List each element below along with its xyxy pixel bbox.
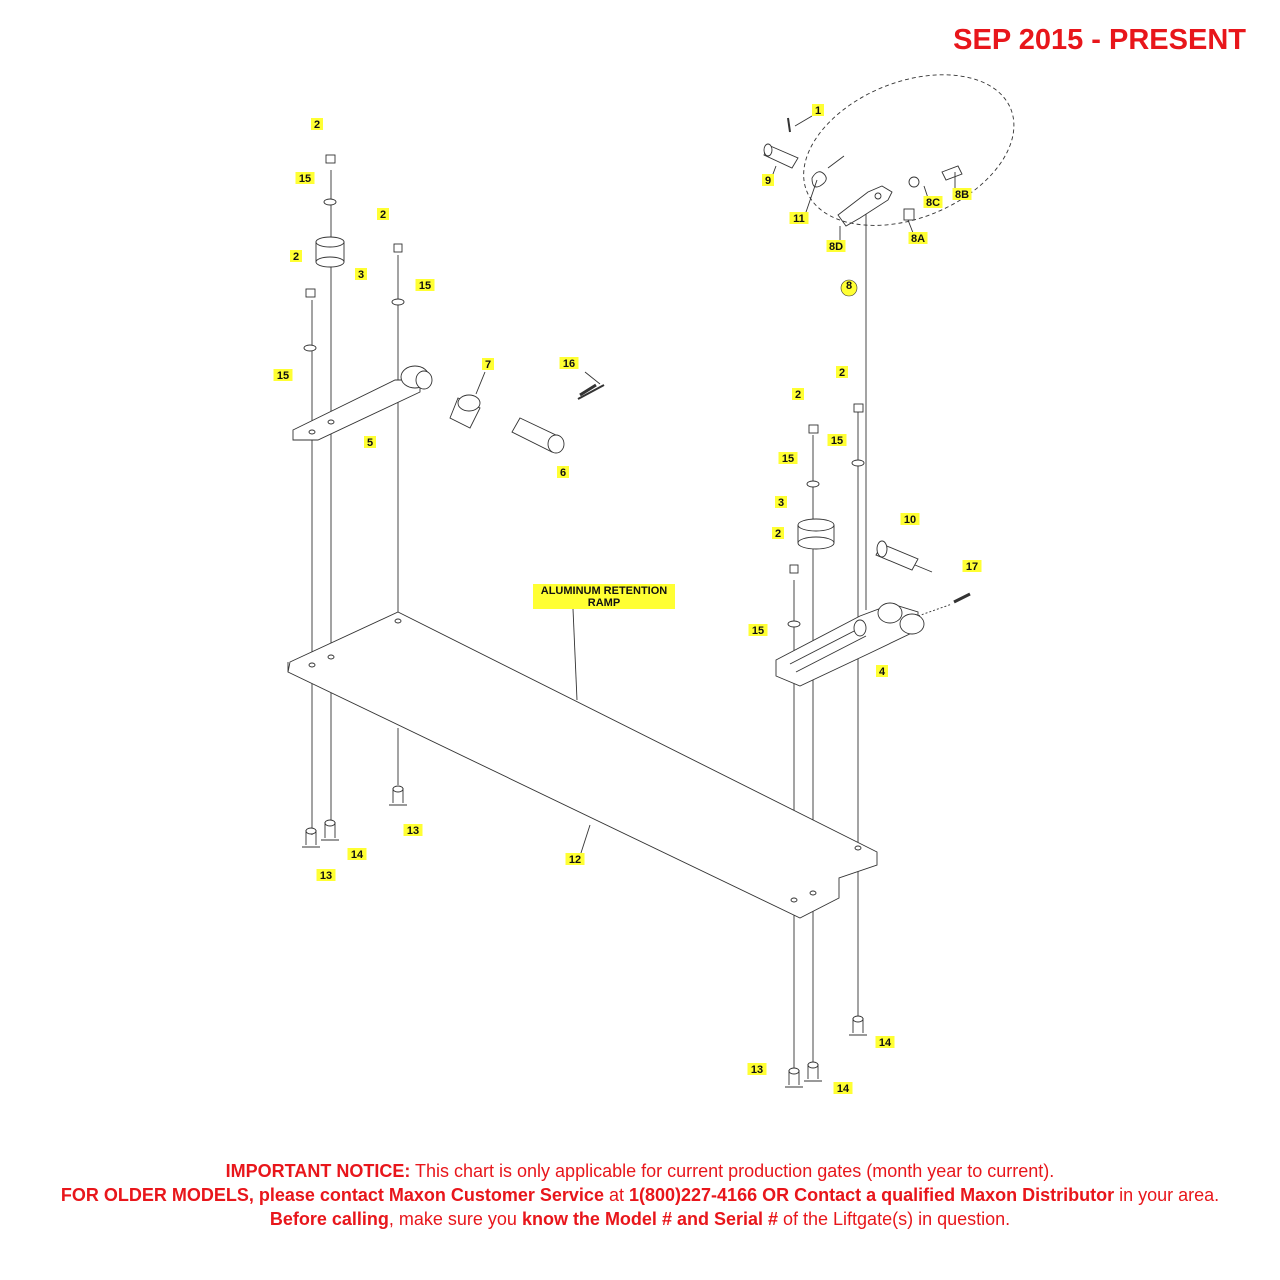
svg-text:16: 16 [563, 358, 575, 370]
callout-c2_left_low: 2 [290, 250, 302, 263]
svg-text:15: 15 [752, 625, 764, 637]
callout-c8: 8 [846, 280, 852, 292]
callout-c15_left_top: 15 [295, 172, 315, 185]
svg-text:15: 15 [299, 173, 311, 185]
svg-text:8A: 8A [911, 233, 925, 245]
svg-text:8D: 8D [829, 241, 843, 253]
callout-c14_a: 14 [347, 848, 367, 861]
callout-c15_right_b: 15 [778, 452, 798, 465]
svg-text:1: 1 [815, 105, 821, 117]
svg-text:15: 15 [831, 435, 843, 447]
callout-c2_right_c: 2 [772, 527, 784, 540]
callout-c2_right_b: 2 [792, 388, 804, 401]
svg-text:13: 13 [320, 870, 332, 882]
notice-text-1: This chart is only applicable for curren… [410, 1161, 1055, 1181]
svg-text:14: 14 [879, 1037, 892, 1049]
svg-text:7: 7 [485, 359, 491, 371]
notice-before-calling: Before calling [269, 1209, 389, 1229]
callout-c3_right: 3 [775, 496, 787, 509]
svg-text:13: 13 [751, 1064, 763, 1076]
callout-c12: 12 [565, 853, 585, 866]
callout-c4: 4 [876, 665, 888, 678]
callout-c14_c: 14 [833, 1082, 853, 1095]
svg-text:17: 17 [966, 561, 978, 573]
callout-c15_left_mid: 15 [415, 279, 435, 292]
svg-text:9: 9 [765, 175, 771, 187]
callout-labels: 1 9 11 8B 8C 8D 8A 8 2 15 3 2 15 2 15 5 7 16 6 2 2 15 15 3 10 17 2… [273, 104, 982, 1095]
svg-text:8C: 8C [926, 197, 940, 209]
svg-text:4: 4 [879, 666, 886, 678]
svg-text:2: 2 [839, 367, 845, 379]
callout-c13_b: 13 [403, 824, 423, 837]
svg-text:11: 11 [793, 213, 805, 225]
svg-text:3: 3 [358, 269, 364, 281]
important-notice: IMPORTANT NOTICE: This chart is only app… [40, 1159, 1240, 1231]
latch [837, 185, 893, 227]
callout-c2_right_a: 2 [836, 366, 848, 379]
callout-8-circle [840, 279, 858, 297]
spring [811, 155, 845, 188]
callout-c11: 11 [789, 212, 809, 225]
callout-c3_left: 3 [355, 268, 367, 281]
ramp-plate [287, 611, 878, 919]
svg-text:12: 12 [569, 854, 581, 866]
callout-c17: 17 [962, 560, 982, 573]
callout-c15_left_low: 15 [273, 369, 293, 382]
notice-text-4: , make sure you [388, 1209, 522, 1229]
notice-text-5: of the Liftgate(s) in question. [778, 1209, 1011, 1229]
callout-c8A: 8A [908, 232, 928, 245]
svg-text:2: 2 [795, 389, 801, 401]
callout-c9: 9 [762, 174, 774, 187]
svg-text:2: 2 [775, 528, 781, 540]
callout-c13_c: 13 [747, 1063, 767, 1076]
callout-c6: 6 [557, 466, 569, 479]
callout-c16: 16 [559, 357, 579, 370]
notice-heading: IMPORTANT NOTICE: [225, 1161, 411, 1181]
assembly-8-outline [803, 74, 1015, 226]
callout-c8D: 8D [826, 240, 846, 253]
ramp-label-line1: ALUMINUM RETENTION [541, 585, 668, 597]
callout-c13_a: 13 [316, 869, 336, 882]
notice-text-2: at [603, 1185, 629, 1205]
callout-c5: 5 [364, 436, 376, 449]
svg-text:3: 3 [778, 497, 784, 509]
callout-c15_right_c: 15 [748, 624, 768, 637]
notice-older-models: FOR OLDER MODELS, please contact Maxon C… [60, 1185, 604, 1205]
svg-text:8: 8 [846, 280, 852, 292]
callout-c15_right_a: 15 [827, 434, 847, 447]
svg-text:6: 6 [560, 467, 566, 479]
svg-text:10: 10 [904, 514, 916, 526]
callout-c2_left_mid: 2 [377, 208, 389, 221]
ramp-label-leader [572, 608, 578, 701]
callout-c7: 7 [482, 358, 494, 371]
svg-text:15: 15 [277, 370, 289, 382]
svg-text:2: 2 [293, 251, 299, 263]
notice-model-serial: know the Model # and Serial # [521, 1209, 778, 1229]
svg-text:2: 2 [380, 209, 386, 221]
notice-contact: 1(800)227-4166 OR Contact a qualified Ma… [628, 1185, 1115, 1205]
svg-text:14: 14 [351, 849, 364, 861]
svg-text:14: 14 [837, 1083, 850, 1095]
svg-text:8B: 8B [955, 189, 969, 201]
left-arm [292, 379, 421, 441]
callout-c10: 10 [900, 513, 920, 526]
date-range-title: SEP 2015 - PRESENT [953, 24, 1246, 56]
svg-text:15: 15 [782, 453, 794, 465]
svg-text:5: 5 [367, 437, 373, 449]
svg-text:2: 2 [314, 119, 320, 131]
callout-c1: 1 [812, 104, 824, 117]
exploded-parts-diagram: ALUMINUM RETENTION RAMP 1 9 11 8B 8C 8D 8A 8 2 15… [273, 74, 1015, 1095]
callout-c8B: 8B [952, 188, 972, 201]
ramp-label-line2: RAMP [588, 597, 620, 609]
svg-text:15: 15 [419, 280, 431, 292]
callout-c2_left_top: 2 [311, 118, 323, 131]
notice-text-3: in your area. [1114, 1185, 1220, 1205]
callout-c8C: 8C [923, 196, 943, 209]
ramp-label-highlight [533, 584, 675, 609]
svg-text:13: 13 [407, 825, 419, 837]
callout-c14_b: 14 [875, 1036, 895, 1049]
